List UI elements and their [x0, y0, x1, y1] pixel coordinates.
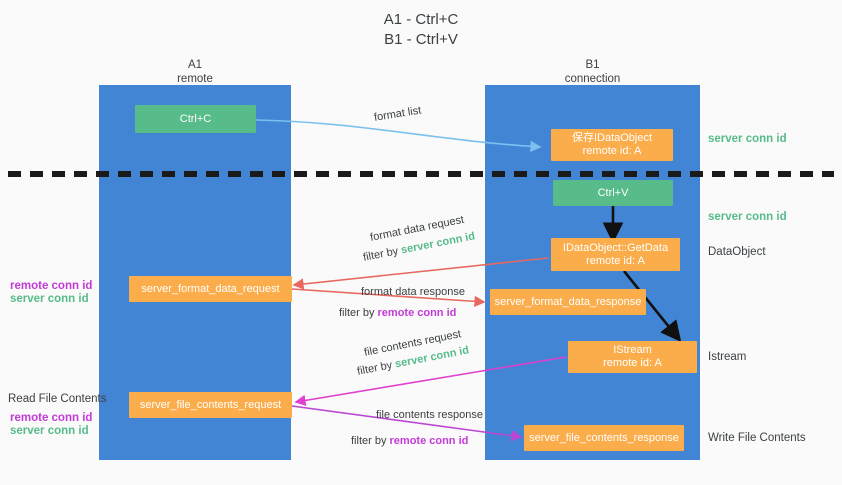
node-server-file-contents-request-label: server_file_contents_request	[139, 398, 282, 411]
node-getdata-sub: remote id: A	[586, 254, 645, 267]
node-istream-sub: remote id: A	[603, 357, 662, 369]
edge-label-file-contents-response: file contents response	[376, 409, 484, 421]
filter-prefix: filter by	[356, 358, 397, 378]
node-server-format-data-request[interactable]: server_format_data_request	[129, 276, 292, 302]
node-ctrl-c-label: Ctrl+C	[179, 112, 212, 125]
node-getdata[interactable]: IDataObject::GetData remote id: A	[551, 238, 680, 271]
node-server-file-contents-response[interactable]: server_file_contents_response	[524, 425, 684, 451]
left-label-remote-conn-id-2: remote conn id	[10, 412, 93, 424]
right-label-write-file-contents: Write File Contents	[708, 432, 806, 444]
filter-prefix: filter by	[339, 307, 378, 319]
node-istream[interactable]: IStream remote id: A	[568, 341, 697, 373]
filter-prefix: filter by	[362, 244, 403, 264]
title-line-1: A1 - Ctrl+C	[383, 11, 459, 28]
left-label-remote-conn-id-1: remote conn id	[10, 280, 93, 292]
right-label-server-conn-id-1: server conn id	[708, 133, 787, 145]
title-line-2: B1 - Ctrl+V	[384, 31, 458, 48]
node-getdata-title: IDataObject::GetData	[562, 241, 669, 254]
lane-a1-sub: remote	[177, 73, 213, 85]
lane-b1-name: B1	[585, 59, 600, 71]
right-label-server-conn-id-2: server conn id	[708, 211, 787, 223]
lane-b1-sub: connection	[564, 73, 621, 85]
filter-prefix: filter by	[351, 435, 390, 447]
edge-label-format-data-response: format data response	[361, 286, 465, 298]
filter-value-remote-conn-id: remote conn id	[389, 435, 469, 447]
left-label-server-conn-id-2: server conn id	[10, 425, 89, 437]
filter-value-remote-conn-id: remote conn id	[377, 307, 457, 319]
node-server-format-data-request-label: server_format_data_request	[141, 282, 280, 295]
right-label-dataobject: DataObject	[708, 246, 766, 258]
node-istream-title: IStream	[613, 344, 652, 356]
left-label-read-file-contents: Read File Contents	[8, 393, 107, 405]
edge-label-format-data-response-filter: filter by remote conn id	[339, 306, 456, 320]
node-ctrl-c[interactable]: Ctrl+C	[135, 105, 256, 133]
node-server-file-contents-request[interactable]: server_file_contents_request	[129, 392, 292, 418]
node-server-format-data-response[interactable]: server_format_data_response	[490, 289, 646, 315]
lane-header-a1: A1 remote	[99, 58, 291, 86]
node-server-file-contents-response-label: server_file_contents_response	[529, 431, 679, 444]
page-title: A1 - Ctrl+C B1 - Ctrl+V	[0, 10, 842, 50]
node-ctrl-v[interactable]: Ctrl+V	[553, 180, 673, 206]
right-label-istream: Istream	[708, 351, 747, 363]
node-server-format-data-response-label: server_format_data_response	[494, 295, 642, 308]
edge-label-file-contents-response-filter: filter by remote conn id	[351, 434, 468, 448]
node-idataobject-title: 保存IDataObject	[571, 132, 653, 144]
node-idataobject-sub: remote id: A	[582, 145, 642, 157]
node-idataobject[interactable]: 保存IDataObject remote id: A	[551, 129, 673, 161]
lane-header-b1: B1 connection	[485, 58, 700, 86]
edge-label-format-list: format list	[373, 104, 423, 124]
lane-a1-name: A1	[187, 59, 203, 71]
node-ctrl-v-label: Ctrl+V	[597, 186, 629, 199]
left-label-server-conn-id-1: server conn id	[10, 293, 89, 305]
